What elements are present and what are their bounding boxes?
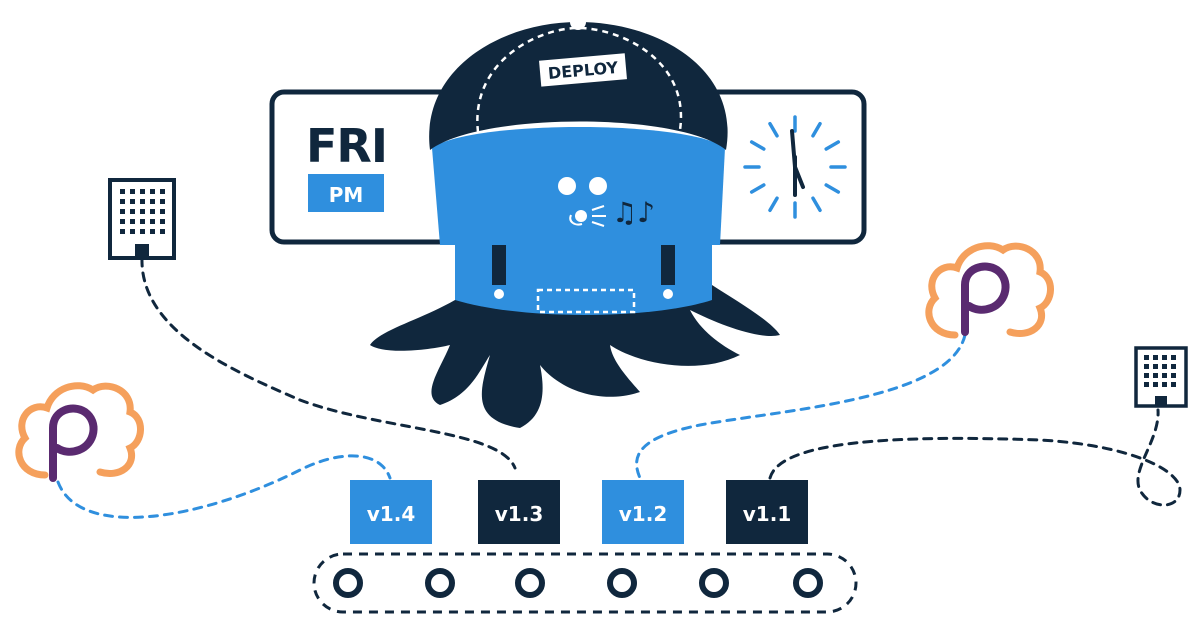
link-building-left-v13 [140,256,517,470]
version-label: v1.4 [367,502,415,526]
octopus-eye-left [558,177,576,195]
clock-icon [743,115,847,219]
version-box: v1.4 [350,480,432,544]
version-boxes: v1.4 v1.3 v1.2 v1.1 [350,480,808,544]
version-label: v1.2 [619,502,667,526]
building-icon [1134,346,1188,408]
octopus-tentacles [370,285,780,428]
version-box: v1.2 [602,480,684,544]
cap-button [570,14,586,30]
conveyor-belt [312,552,858,614]
cloud-p-icon [15,382,144,482]
octopus-face [432,127,725,245]
overalls-pocket [536,288,636,314]
period-label: PM [329,183,364,207]
cap-badge [539,53,627,87]
conveyor-wheel [333,568,363,598]
building-icon [108,178,176,260]
version-box: v1.1 [726,480,808,544]
day-label: FRI [306,119,387,173]
music-notes-icon: ♫♪ [612,196,655,229]
period-badge [308,174,384,212]
conveyor-wheel [793,568,823,598]
connection-lines [56,256,1182,519]
octopus-eye-right [589,177,607,195]
link-building-right-v11 [768,408,1182,507]
octopus-overalls [455,240,712,315]
version-label: v1.1 [743,502,791,526]
version-label: v1.3 [495,502,543,526]
conveyor-wheel [515,568,545,598]
link-cloud-left-v14 [56,454,392,519]
conveyor-wheel [425,568,455,598]
cloud-p-icon [925,242,1054,339]
version-box: v1.3 [478,480,560,544]
octopus-cap [429,22,728,150]
octopus-mascot: ♫♪ DEPLOY [370,14,780,428]
conveyor-wheel [607,568,637,598]
conveyor-wheel [699,568,729,598]
